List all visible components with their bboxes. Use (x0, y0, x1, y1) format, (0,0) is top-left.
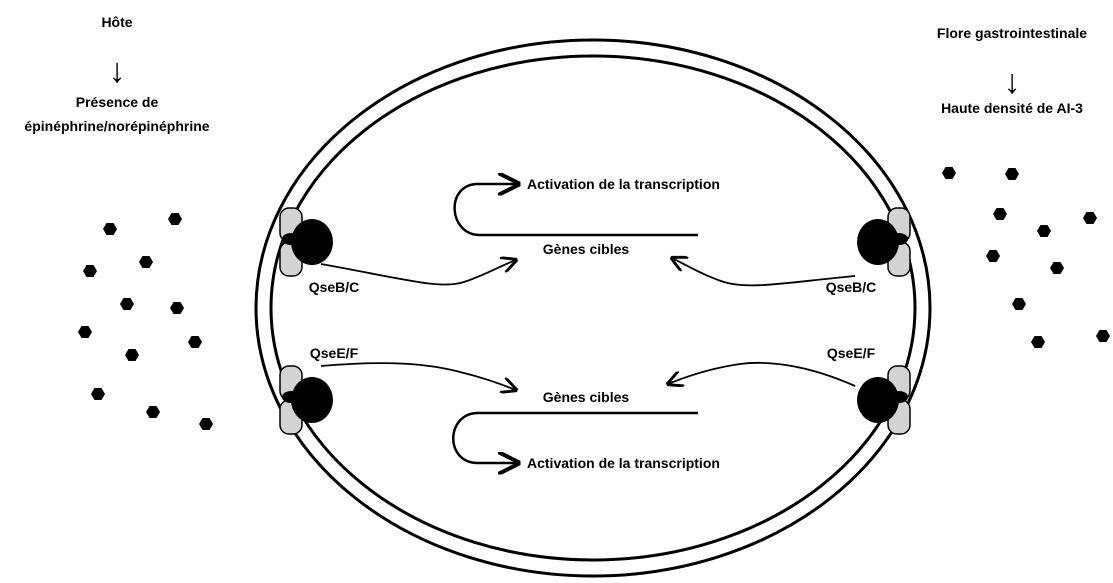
molecule-hexagon (1005, 168, 1019, 180)
molecule-hexagon (942, 167, 956, 179)
molecule-hexagon (993, 208, 1007, 220)
right-source-title: Flore gastrointestinale (937, 25, 1087, 41)
molecule-hexagon (78, 326, 92, 338)
top-pathway: Activation de la transcription Gènes cib… (320, 176, 856, 287)
left-molecule-cluster (78, 213, 213, 430)
molecule-hexagon (170, 302, 184, 314)
bottom-right-signal-arrow (668, 361, 856, 386)
molecule-hexagon (103, 223, 117, 235)
molecule-hexagon (146, 406, 160, 418)
molecule-hexagon (168, 213, 182, 225)
molecule-hexagon (1031, 336, 1045, 348)
molecule-hexagon (1012, 298, 1026, 310)
top-right-signal-arrow (672, 258, 856, 287)
right-source-arrow: ↓ (1004, 63, 1021, 101)
molecule-hexagon (199, 418, 213, 430)
top-transcription-loop (453, 184, 698, 237)
bottom-left-signal-arrow (320, 362, 516, 390)
receptor-label-left-bottom: QseE/F (310, 345, 359, 361)
molecule-hexagon (139, 256, 153, 268)
molecule-hexagon (188, 336, 202, 348)
receptor-left-top (279, 207, 333, 277)
receptor-left-bottom (279, 365, 333, 435)
left-source-title: Hôte (101, 14, 132, 30)
molecule-hexagon (91, 388, 105, 400)
molecule-hexagon (1037, 225, 1051, 237)
molecule-hexagon (1096, 330, 1110, 342)
molecule-hexagon (120, 298, 134, 310)
molecule-hexagon (986, 250, 1000, 262)
receptor-label-right-top: QseB/C (826, 279, 877, 295)
bottom-activation-label: Activation de la transcription (527, 455, 720, 471)
top-left-signal-arrow (320, 260, 516, 286)
cell-inner-membrane (269, 54, 917, 562)
molecule-hexagon (125, 349, 139, 361)
top-activation-label: Activation de la transcription (527, 176, 720, 192)
bottom-pathway: Activation de la transcription Gènes cib… (320, 361, 856, 471)
bottom-transcription-loop (452, 411, 698, 463)
right-molecule-cluster (942, 167, 1110, 348)
right-source-line1: Haute densité de AI-3 (941, 100, 1083, 116)
left-source-arrow: ↓ (109, 52, 126, 90)
receptor-right-top (857, 207, 911, 277)
receptor-label-right-bottom: QseE/F (827, 345, 876, 361)
top-target-genes-label: Gènes cibles (543, 241, 630, 257)
receptor-right-bottom (857, 365, 911, 435)
molecule-hexagon (83, 265, 97, 277)
bottom-target-genes-label: Gènes cibles (543, 389, 630, 405)
molecule-hexagon (1050, 262, 1064, 274)
left-source-line2: épinéphrine/norépinéphrine (24, 118, 209, 134)
molecule-hexagon (1083, 212, 1097, 224)
left-source-line1: Présence de (76, 94, 159, 110)
cell-outer-membrane (254, 38, 932, 578)
receptor-label-left-top: QseB/C (309, 279, 360, 295)
